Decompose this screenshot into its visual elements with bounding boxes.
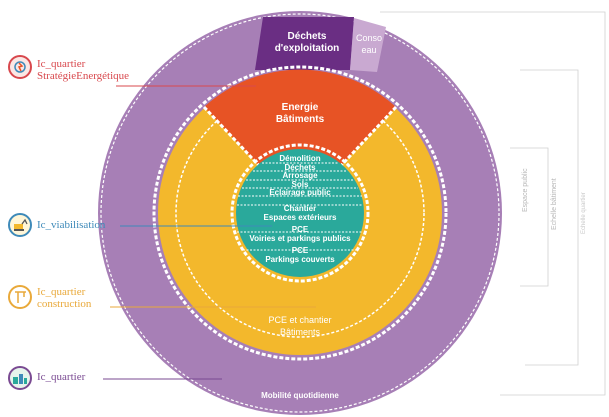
core-item: PCE [291, 225, 309, 235]
label-energie-batiments: Energie Bâtiments [275, 102, 325, 125]
excavator-icon [8, 213, 32, 237]
core-item: Chantier [283, 203, 317, 213]
core-item: Démolition [279, 154, 321, 163]
legend-quartier: Ic_quartier [37, 371, 86, 383]
label-conso-eau: Conso eau [355, 33, 382, 55]
energy-strategy-icon [8, 55, 32, 79]
core-item: Arrosage [282, 171, 318, 181]
legend-construction: Ic_quartier construction [37, 286, 92, 310]
scale-label-echelle-batiment: Echelle bâtiment [551, 178, 558, 230]
bracket-espace-public [510, 147, 549, 287]
scale-label-espace-public: Espace public [522, 168, 529, 212]
core-item: Parkings couverts [265, 254, 335, 264]
crane-icon [8, 285, 32, 309]
segment-energie-batiments [204, 69, 396, 172]
label-mobilite: Mobilité quotidienne [261, 391, 339, 400]
core-item: Eclairage public [269, 188, 331, 198]
neighborhood-icon [8, 366, 32, 390]
segment-dechets-exploitation [255, 17, 354, 70]
segment-conso-eau [350, 18, 386, 72]
bracket-echelle-quartier [380, 11, 606, 396]
scale-brackets [380, 11, 606, 396]
core-item: Voiries et parkings publics [249, 233, 351, 243]
core-viabilisation [236, 149, 364, 277]
core-item: Déchets [284, 162, 316, 172]
label-pce-chantier: PCE et chantier Bâtiments [268, 315, 332, 337]
legend-strategie: Ic_quartier StratégieEnergétique [37, 58, 130, 82]
scale-label-echelle-quartier: Echelle quartier [581, 192, 587, 234]
core-item: Espaces extérieurs [263, 212, 337, 222]
label-dechets-exploitation: Déchets d'exploitation [274, 31, 340, 54]
bracket-echelle-batiment [520, 69, 579, 366]
core-item: PCE [291, 246, 309, 256]
core-item: Sols [291, 179, 309, 189]
legend-viabilisation: Ic_viabilisation [37, 219, 106, 231]
core-items: Démolition Déchets Arrosage Sols Eclaira… [240, 154, 360, 265]
